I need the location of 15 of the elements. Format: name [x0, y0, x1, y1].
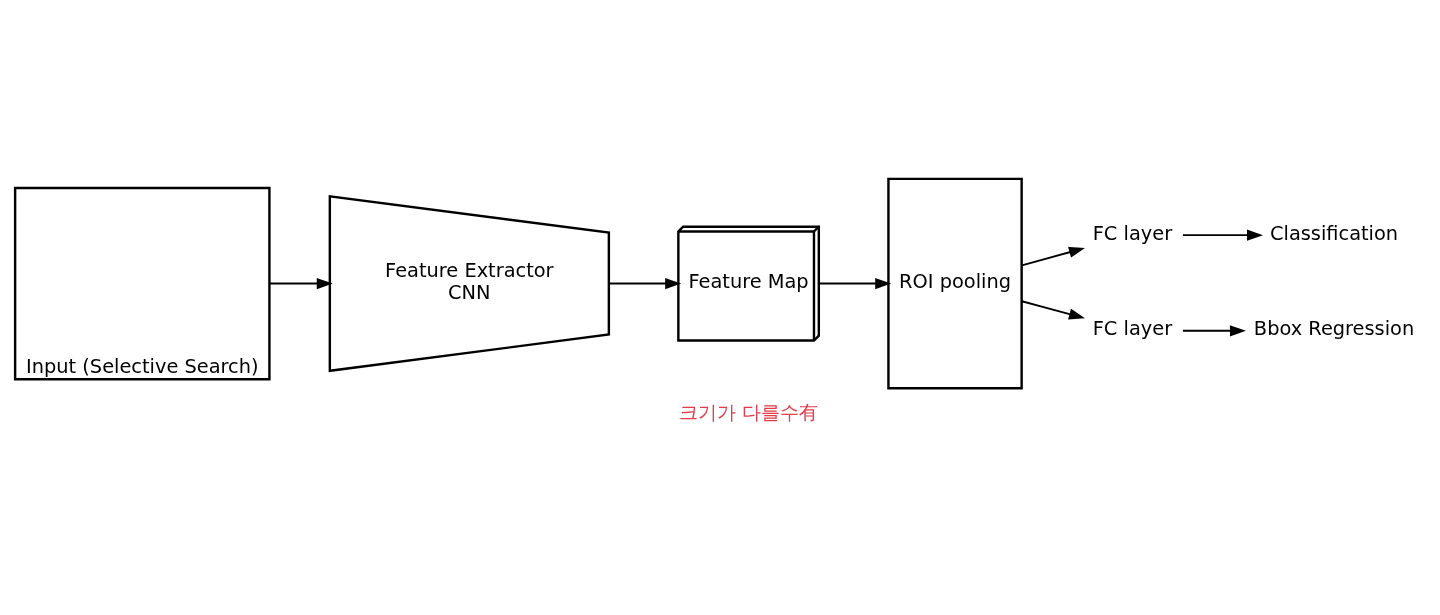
arrow	[268, 278, 333, 290]
node-text: FC layer	[1092, 317, 1173, 341]
node-box: ROI pooling	[887, 177, 1023, 390]
node-text: Bbox Regression	[1253, 317, 1415, 341]
arrow	[1181, 229, 1263, 241]
arrow	[608, 278, 682, 290]
arrow	[817, 278, 892, 290]
arrow	[1020, 246, 1085, 267]
arrow	[1020, 300, 1085, 320]
node-box: Input (Selective Search)	[13, 186, 271, 381]
node-text: Classification	[1269, 221, 1399, 245]
arrow	[1181, 325, 1246, 337]
node-box: Feature Extractor CNN	[328, 195, 611, 373]
node-text: FC layer	[1092, 221, 1173, 245]
label: 크기가 다를수有	[679, 400, 819, 424]
